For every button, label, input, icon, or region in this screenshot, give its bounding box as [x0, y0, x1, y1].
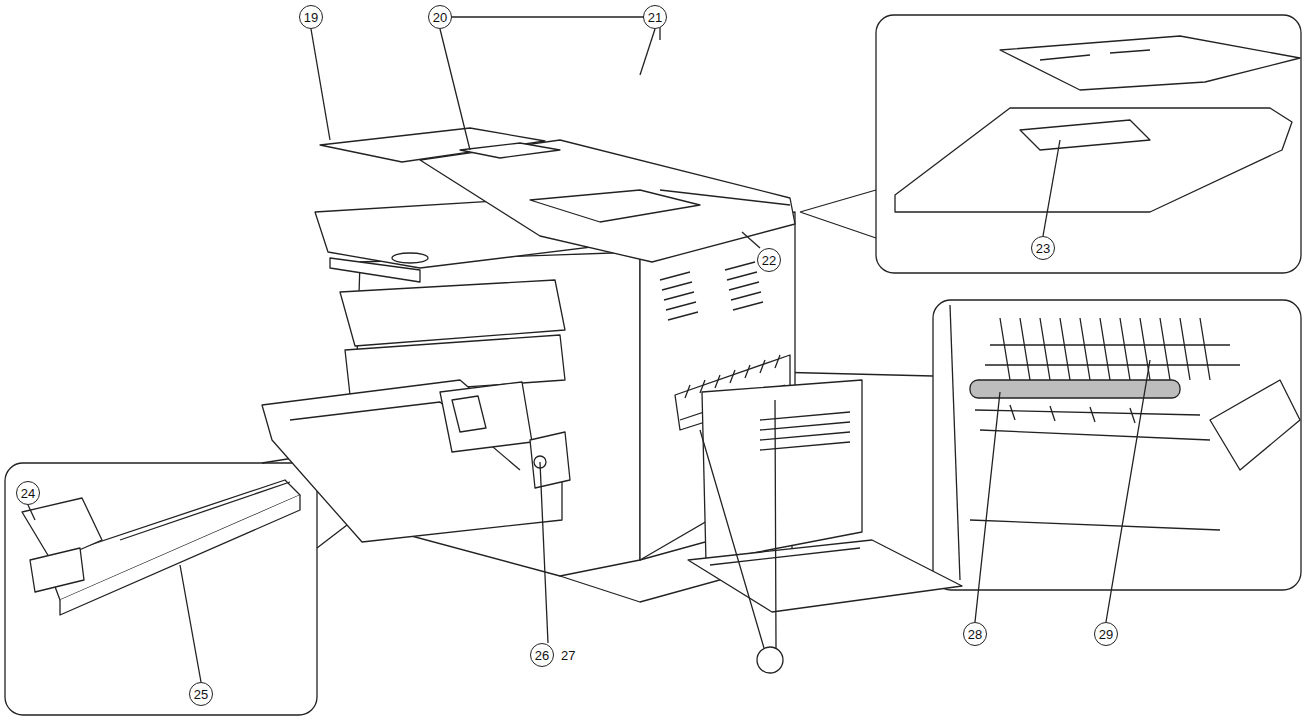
- toner-cartridge-inset: [60, 495, 300, 615]
- inset-frame: [5, 15, 1301, 715]
- leader-line: [742, 232, 760, 248]
- callout-number: 22: [757, 248, 781, 272]
- front-cover-open: [452, 396, 486, 432]
- fuser-inset: [970, 410, 1220, 530]
- toner-cartridge-inset: [30, 548, 84, 592]
- document-feeder-inset: [1043, 140, 1060, 236]
- side-vent: [725, 262, 763, 310]
- fuser-inset: [950, 305, 960, 580]
- side-cover-open: [760, 412, 850, 450]
- leader-line: [540, 462, 548, 643]
- callout-number: 23: [1031, 236, 1055, 260]
- fuser-inset: [975, 360, 1150, 622]
- inset-frame: [876, 15, 1301, 273]
- fuser-inset: [1210, 380, 1300, 470]
- front-cover-open: [530, 432, 570, 488]
- fuser-inset: [1010, 405, 1135, 423]
- callout-number: 26: [530, 643, 554, 667]
- callout-number: 20: [428, 5, 452, 29]
- document-feeder: [530, 190, 700, 222]
- leader-line: [311, 17, 783, 673]
- document-feeder-inset: [1040, 50, 1150, 60]
- leader-line: [700, 400, 776, 648]
- fuser-inset: [985, 345, 1240, 365]
- toner-cartridge-inset: [22, 480, 300, 682]
- front-cover-open: [262, 380, 562, 542]
- leader-line: [311, 29, 330, 140]
- callout-number: 27: [560, 643, 576, 667]
- leader-line: [640, 29, 655, 75]
- side-vent: [660, 262, 763, 320]
- document-feeder-inset: [895, 108, 1292, 212]
- side-vent: [660, 272, 698, 320]
- inset-pointer: [772, 372, 933, 376]
- document-feeder-inset: [895, 36, 1300, 236]
- toner-cartridge-inset: [28, 505, 201, 682]
- callout-number: 21: [643, 5, 667, 29]
- inset-frame: [933, 300, 1301, 590]
- leader-line: [440, 17, 660, 150]
- side-cover-open: [688, 380, 962, 612]
- leader-line: [757, 647, 783, 673]
- side-cover-open: [702, 380, 862, 562]
- side-cover-open: [710, 548, 860, 565]
- document-feeder: [420, 140, 795, 262]
- callout-number: 29: [1094, 622, 1118, 646]
- front-cover-open: [440, 382, 532, 452]
- callout-number: 24: [16, 481, 40, 505]
- inset-pointer: [800, 190, 876, 238]
- fuser-inset: [950, 305, 1300, 622]
- document-feeder-inset: [1000, 36, 1300, 90]
- document-feeder: [660, 190, 790, 205]
- front-cover-open: [262, 380, 570, 542]
- copier-body: [340, 280, 565, 346]
- inset-frame: [5, 463, 317, 715]
- document-feeder-inset: [1020, 120, 1150, 150]
- fuser-inset: [1000, 318, 1210, 380]
- document-feeder: [320, 128, 795, 262]
- document-feeder: [460, 143, 560, 158]
- toner-cartridge-inset: [120, 482, 290, 540]
- copier-body: [392, 253, 428, 263]
- callout-number: 19: [299, 5, 323, 29]
- callout-number: 28: [963, 622, 987, 646]
- callout-number: 25: [189, 682, 213, 706]
- fuser-inset: [970, 380, 1180, 398]
- side-cover-open: [688, 540, 962, 612]
